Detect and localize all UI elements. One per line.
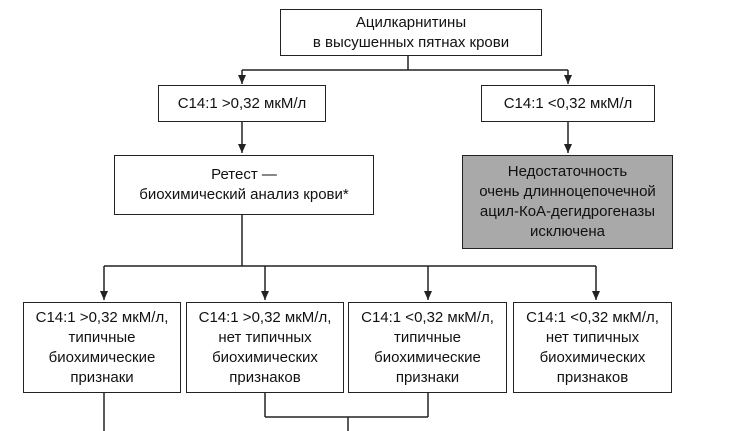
retest-node: Ретест — биохимический анализ крови*	[114, 155, 374, 215]
c14-high-node-text: C14:1 >0,32 мкМ/л	[177, 94, 307, 112]
result-2-node-text: C14:1 >0,32 мкМ/л, нет типичных биохимич…	[198, 308, 332, 386]
c14-high-node: C14:1 >0,32 мкМ/л	[158, 85, 326, 122]
result-3-node: C14:1 <0,32 мкМ/л, типичные биохимически…	[348, 302, 507, 393]
excluded-node-text: Недостаточность очень длинноцепочечной а…	[479, 163, 656, 240]
excluded-node: Недостаточность очень длинноцепочечной а…	[462, 155, 673, 249]
result-4-node: C14:1 <0,32 мкМ/л, нет типичных биохимич…	[513, 302, 672, 393]
result-1-node-text: C14:1 >0,32 мкМ/л, типичные биохимически…	[35, 308, 169, 386]
result-3-node-text: C14:1 <0,32 мкМ/л, типичные биохимически…	[361, 308, 494, 386]
c14-low-node: C14:1 <0,32 мкМ/л	[481, 85, 655, 122]
result-4-node-text: C14:1 <0,32 мкМ/л, нет типичных биохимич…	[526, 308, 659, 386]
c14-low-node-text: C14:1 <0,32 мкМ/л	[503, 94, 633, 112]
result-1-node: C14:1 >0,32 мкМ/л, типичные биохимически…	[23, 302, 181, 393]
root-node: Ацилкарнитины в высушенных пятнах крови	[280, 9, 542, 56]
root-node-text: Ацилкарнитины в высушенных пятнах крови	[312, 13, 510, 51]
retest-node-text: Ретест — биохимический анализ крови*	[139, 166, 349, 203]
result-2-node: C14:1 >0,32 мкМ/л, нет типичных биохимич…	[186, 302, 344, 393]
